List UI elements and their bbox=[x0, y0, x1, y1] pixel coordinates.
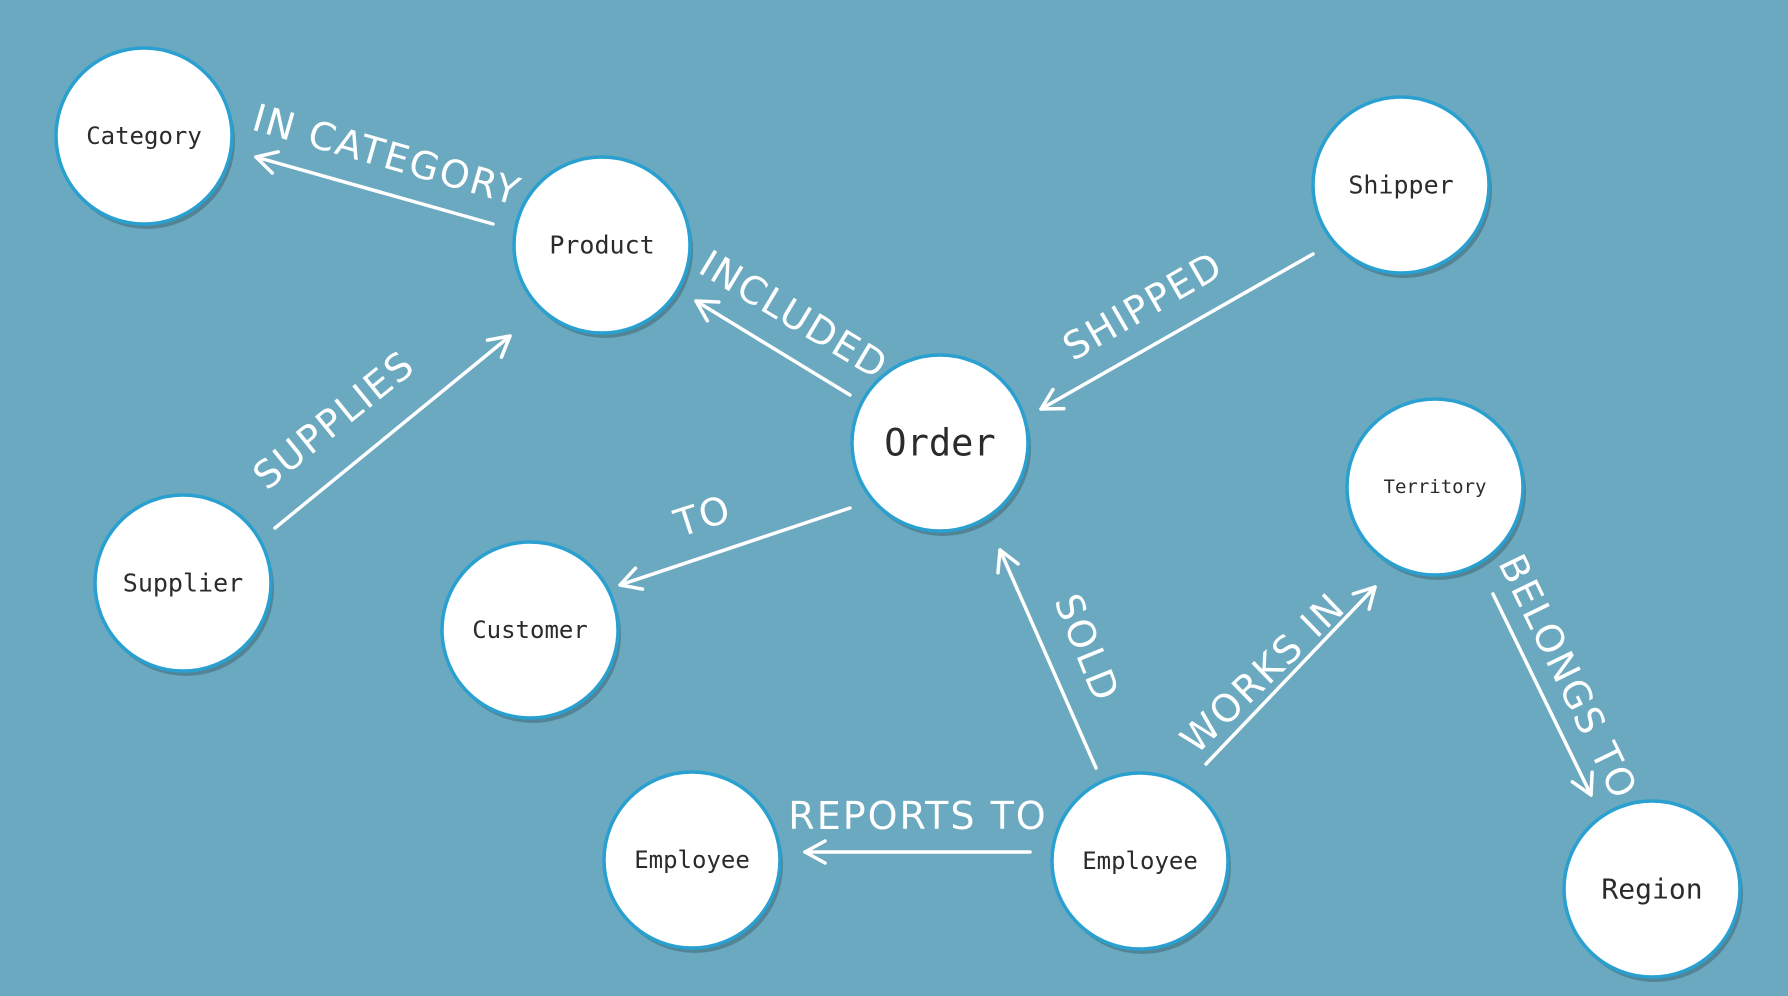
arrowhead-icon bbox=[996, 548, 1020, 575]
arrowhead-icon bbox=[618, 566, 645, 591]
node-circle bbox=[1311, 95, 1491, 275]
node-label-supplier: Supplier bbox=[123, 569, 243, 598]
edge-line bbox=[998, 548, 1098, 770]
arrowhead-icon bbox=[1570, 770, 1594, 797]
edge-included: INCLUDED bbox=[692, 242, 896, 397]
node-circle bbox=[850, 353, 1030, 533]
edge-line bbox=[1491, 592, 1593, 797]
edge-to: TO bbox=[618, 486, 852, 591]
node-category: Category bbox=[54, 46, 235, 229]
edge-line bbox=[618, 506, 852, 587]
node-label-shipper: Shipper bbox=[1348, 171, 1453, 200]
edge-works-in: WORKS IN bbox=[1172, 584, 1377, 766]
edge-label-included: INCLUDED bbox=[692, 242, 896, 389]
node-region: Region bbox=[1562, 799, 1743, 982]
node-circle bbox=[1050, 771, 1230, 951]
edge-label-to: TO bbox=[668, 486, 737, 546]
arrowhead-icon bbox=[803, 839, 827, 865]
edge-label-belongs-to: BELONGS TO bbox=[1490, 547, 1647, 806]
arrowhead-icon bbox=[485, 334, 512, 359]
node-circle bbox=[54, 46, 234, 226]
edge-reports-to: REPORTS TO bbox=[788, 794, 1047, 865]
node-employee-left: Employee bbox=[602, 770, 783, 953]
node-supplier: Supplier bbox=[93, 493, 274, 676]
node-circle bbox=[1345, 397, 1525, 577]
node-label-product: Product bbox=[549, 231, 654, 260]
node-order: Order bbox=[850, 353, 1031, 536]
edge-label-reports-to: REPORTS TO bbox=[788, 794, 1047, 838]
node-label-employee-center: Employee bbox=[1082, 847, 1198, 875]
node-circle bbox=[512, 155, 692, 335]
edge-line bbox=[273, 334, 512, 530]
edge-shipped: SHIPPED bbox=[1039, 243, 1315, 411]
node-circle bbox=[93, 493, 273, 673]
node-circle bbox=[440, 540, 620, 720]
arrowhead-icon bbox=[694, 299, 721, 323]
edge-line bbox=[1204, 585, 1377, 766]
arrowhead-icon bbox=[1351, 585, 1377, 611]
edge-supplies: SUPPLIES bbox=[245, 334, 512, 530]
edge-line bbox=[1039, 252, 1315, 411]
node-label-employee-left: Employee bbox=[634, 846, 750, 874]
arrowhead-icon bbox=[1039, 387, 1066, 411]
node-label-order: Order bbox=[884, 422, 995, 465]
node-label-territory: Territory bbox=[1384, 476, 1487, 498]
edge-belongs-to: BELONGS TO bbox=[1490, 547, 1647, 806]
edge-label-sold: SOLD bbox=[1046, 588, 1129, 709]
node-label-category: Category bbox=[86, 122, 202, 150]
arrowhead-icon bbox=[254, 150, 280, 175]
node-customer: Customer bbox=[440, 540, 621, 723]
node-product: Product bbox=[512, 155, 693, 338]
edge-label-supplies: SUPPLIES bbox=[245, 342, 424, 498]
node-circle bbox=[1562, 799, 1742, 979]
node-label-customer: Customer bbox=[472, 616, 588, 644]
edge-line bbox=[694, 299, 852, 397]
edge-sold: SOLD bbox=[996, 548, 1129, 770]
edge-label-in-category: IN CATEGORY bbox=[248, 96, 526, 215]
node-territory: Territory bbox=[1345, 397, 1526, 580]
edge-in-category: IN CATEGORY bbox=[248, 96, 526, 226]
node-employee-center: Employee bbox=[1050, 771, 1231, 954]
edge-line bbox=[254, 155, 495, 226]
node-shipper: Shipper bbox=[1311, 95, 1492, 278]
node-circle bbox=[602, 770, 782, 950]
edge-label-works-in: WORKS IN bbox=[1172, 584, 1354, 762]
node-label-region: Region bbox=[1601, 873, 1702, 906]
